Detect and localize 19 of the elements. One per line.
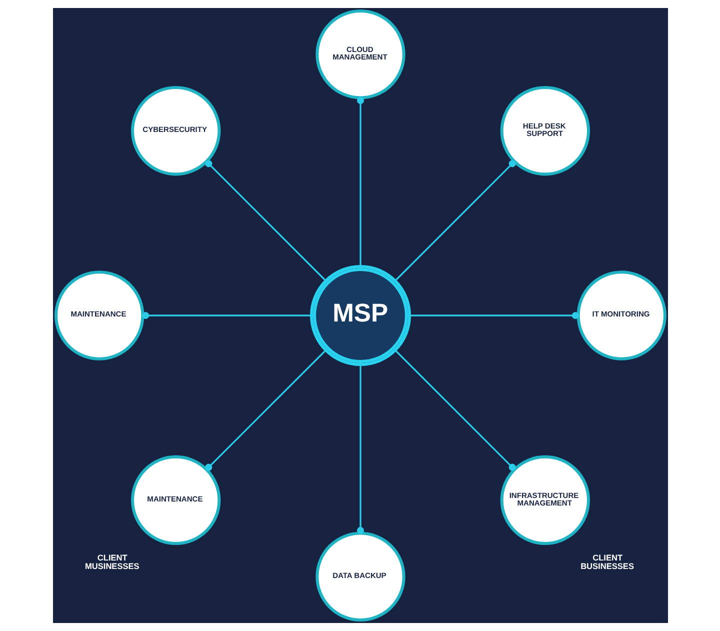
- label: CLIENT MUSINESSES: [84, 552, 139, 571]
- connector: [394, 350, 516, 471]
- connector: [204, 160, 326, 282]
- node-circle: MAINTENANCE: [130, 455, 220, 546]
- node-circle: HELP DESK SUPPORT: [500, 86, 590, 176]
- connector: [356, 97, 364, 266]
- connector: [204, 350, 326, 471]
- connector: [142, 312, 311, 320]
- node-circle: MAINTENANCE: [54, 270, 144, 360]
- label: CLIENT BUSINESSES: [580, 552, 634, 571]
- node-circle: CYBERSECURITY: [130, 86, 220, 176]
- node-circle: DATA BACKUP: [315, 532, 405, 622]
- node-circle: INFRASTRUCTURE MANAGEMENT: [500, 455, 590, 546]
- connector: [394, 160, 516, 282]
- node-circle: IT MONITORING: [576, 270, 666, 360]
- node-circle: MSP: [310, 265, 410, 366]
- connector: [409, 312, 578, 320]
- connector: [356, 364, 364, 534]
- node-circle: CLOUD MANAGEMENT: [315, 10, 405, 100]
